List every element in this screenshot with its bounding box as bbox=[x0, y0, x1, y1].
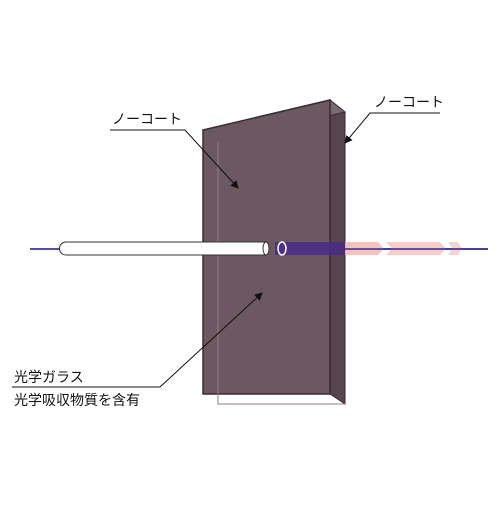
beam-inner-ring bbox=[277, 241, 287, 256]
label-front-coating: ノーコート bbox=[112, 112, 182, 128]
label-material-line1: 光学ガラス bbox=[14, 370, 84, 386]
glass-back-edges bbox=[217, 142, 345, 405]
beam-entry-ring bbox=[262, 241, 270, 256]
beam-inside-glass bbox=[275, 242, 345, 255]
leader-material bbox=[12, 292, 263, 388]
incoming-beam bbox=[59, 241, 267, 256]
label-material-line2: 光学吸収物質を含有 bbox=[14, 393, 140, 409]
leader-rear-coating bbox=[344, 112, 440, 144]
leader-front-coating bbox=[110, 129, 239, 189]
label-rear-coating: ノーコート bbox=[374, 95, 444, 111]
